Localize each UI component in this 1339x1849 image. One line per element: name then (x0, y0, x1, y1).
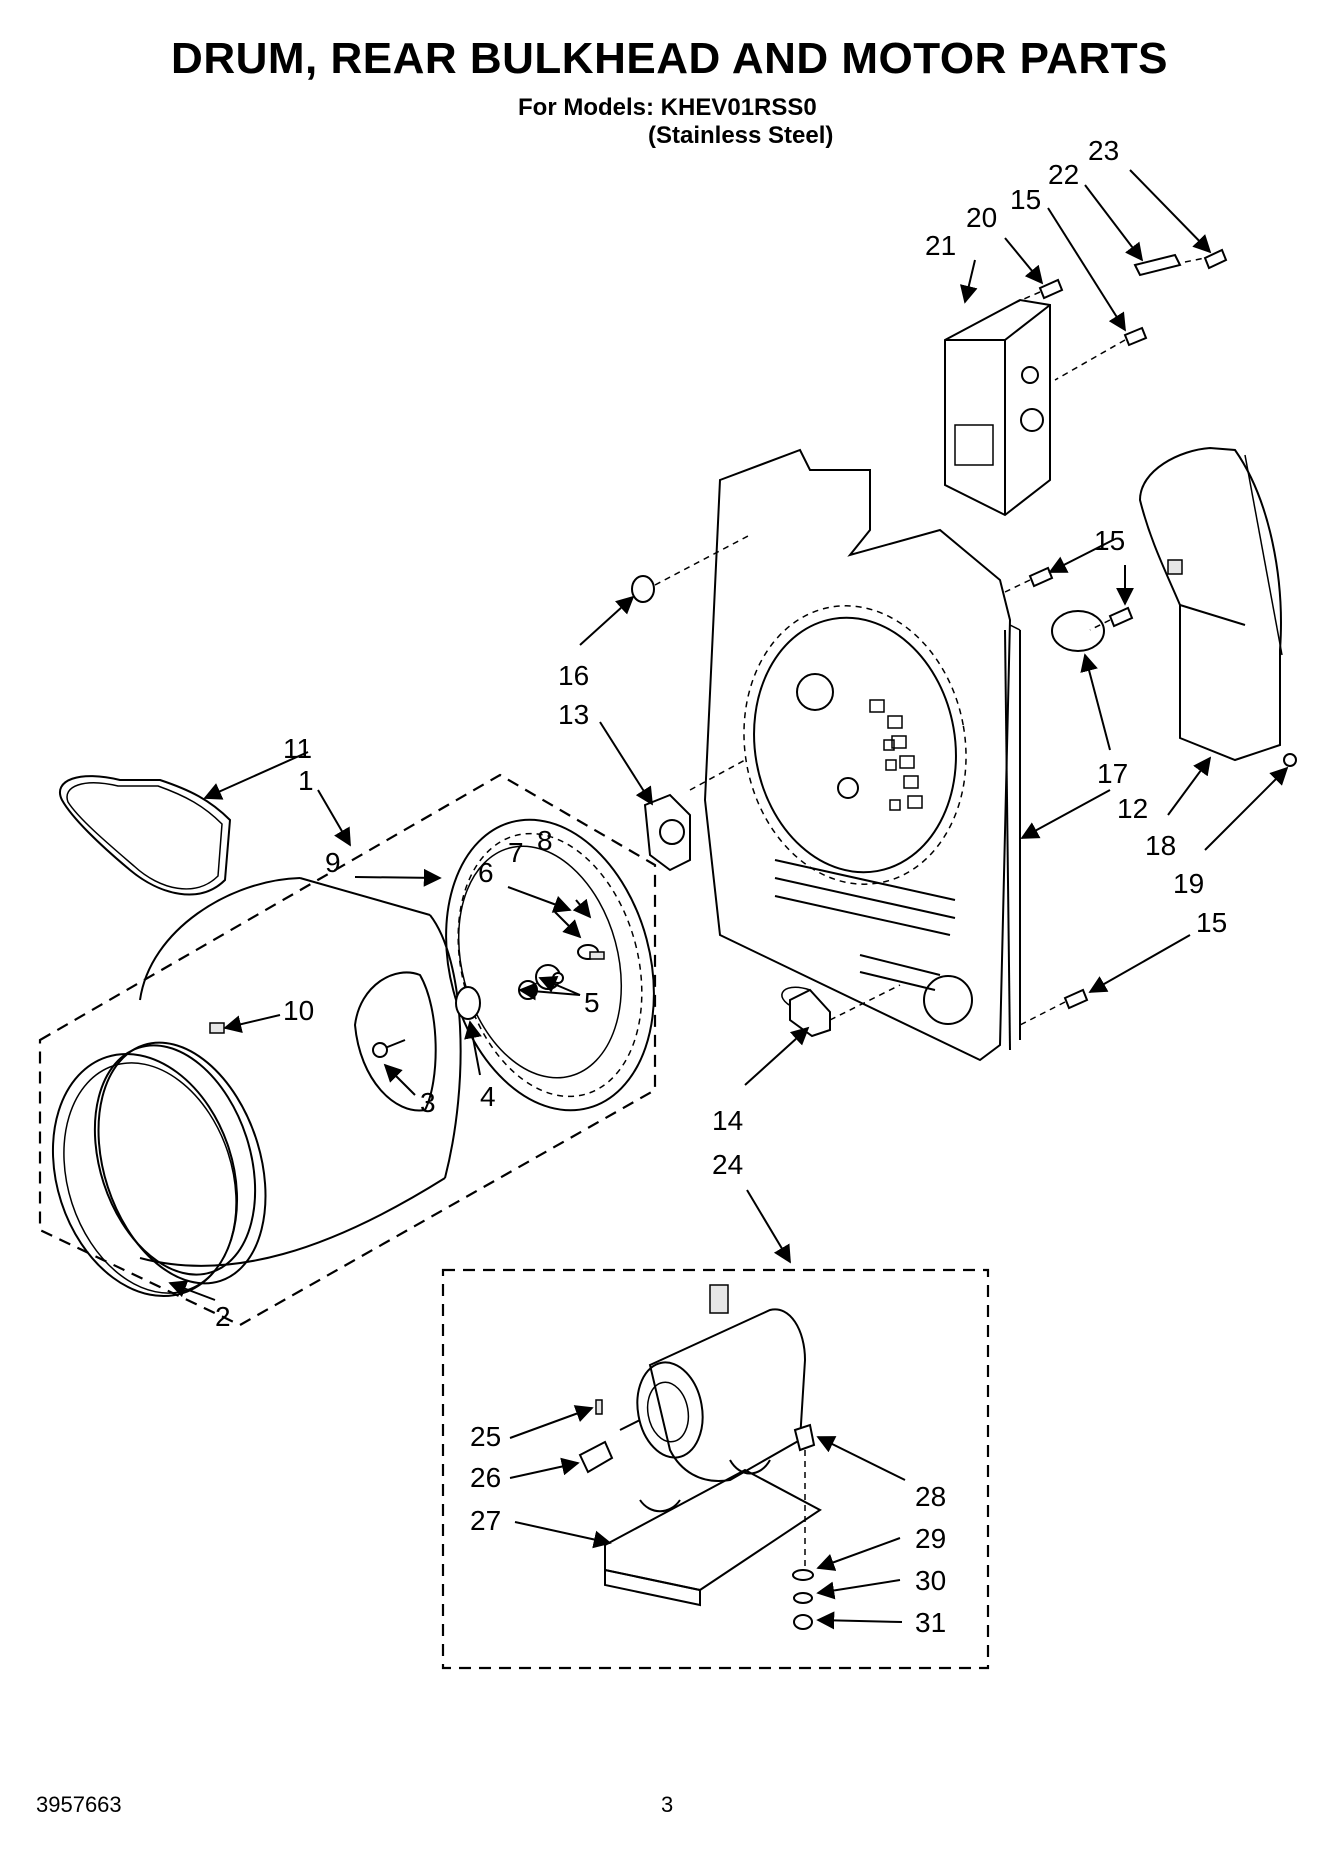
bolt (793, 1423, 816, 1452)
callout-27: 27 (470, 1505, 501, 1536)
bushing (631, 575, 655, 603)
rear-bulkhead (703, 448, 1021, 1062)
callout-14: 14 (712, 1105, 743, 1136)
drum-belt (59, 775, 232, 896)
bulkhead-vents (869, 699, 923, 811)
page-number: 3 (661, 1792, 674, 1817)
callout-25: 25 (470, 1421, 501, 1452)
models-line: For Models: KHEV01RSS0 (518, 94, 817, 121)
part-number: 3957663 (36, 1792, 122, 1817)
page-title: DRUM, REAR BULKHEAD AND MOTOR PARTS (171, 34, 1168, 83)
lock-washer (793, 1592, 813, 1604)
terminal-screws (1009, 248, 1228, 381)
callout-2: 2 (215, 1301, 231, 1332)
callout-22: 22 (1048, 159, 1079, 190)
motor-assembly-box (441, 1268, 990, 1670)
callout-17: 17 (1097, 758, 1128, 789)
callout-15-bottom: 15 (1196, 907, 1227, 938)
callout-23: 23 (1088, 135, 1119, 166)
callout-10: 10 (283, 995, 314, 1026)
callout-6: 6 (478, 857, 494, 888)
callout-4: 4 (480, 1081, 496, 1112)
bulkhead-screws (1004, 566, 1134, 1026)
access-cover (1051, 610, 1105, 652)
bulkhead-bracket (789, 988, 831, 1038)
blower-duct (1138, 446, 1297, 767)
callout-29: 29 (915, 1523, 946, 1554)
callout-11: 11 (283, 733, 312, 764)
key (595, 1399, 603, 1415)
drum-assembly-group (38, 773, 657, 1327)
screw-3 (372, 1039, 406, 1058)
leader-arrows (168, 169, 1289, 1630)
drum-clip (209, 1022, 225, 1034)
motor-hardware (578, 1399, 816, 1630)
callout-8: 8 (537, 825, 553, 856)
callout-31: 31 (915, 1607, 946, 1638)
callout-30: 30 (915, 1565, 946, 1596)
callout-labels: 1 2 3 4 5 6 7 8 9 10 11 12 13 14 15 15 1… (215, 135, 1227, 1638)
callout-12: 12 (1117, 793, 1148, 824)
motor-connector (709, 1284, 729, 1314)
callout-1: 1 (298, 765, 314, 796)
motor-mount (604, 1459, 822, 1607)
callout-18: 18 (1145, 830, 1176, 861)
idler-bracket (643, 793, 691, 872)
terminal-box (944, 298, 1051, 517)
callout-16: 16 (558, 660, 589, 691)
variant-line: (Stainless Steel) (648, 122, 834, 149)
callout-24: 24 (712, 1149, 743, 1180)
callout-15-top: 15 (1010, 184, 1041, 215)
callout-9: 9 (325, 847, 341, 878)
callout-19: 19 (1173, 868, 1204, 899)
callout-28: 28 (915, 1481, 946, 1512)
duct-screw (1283, 753, 1297, 767)
callout-5: 5 (584, 987, 600, 1018)
callout-7: 7 (508, 837, 524, 868)
pulley (578, 1440, 614, 1474)
callout-20: 20 (966, 202, 997, 233)
callout-15-middle: 15 (1094, 525, 1125, 556)
callout-26: 26 (470, 1462, 501, 1493)
callout-21: 21 (925, 230, 956, 261)
drum (51, 877, 462, 1298)
callout-13: 13 (558, 699, 589, 730)
drive-motor (619, 1284, 807, 1482)
flat-washer (792, 1569, 814, 1581)
drum-roller (455, 986, 481, 1020)
nut (793, 1614, 813, 1630)
callout-3: 3 (420, 1087, 436, 1118)
